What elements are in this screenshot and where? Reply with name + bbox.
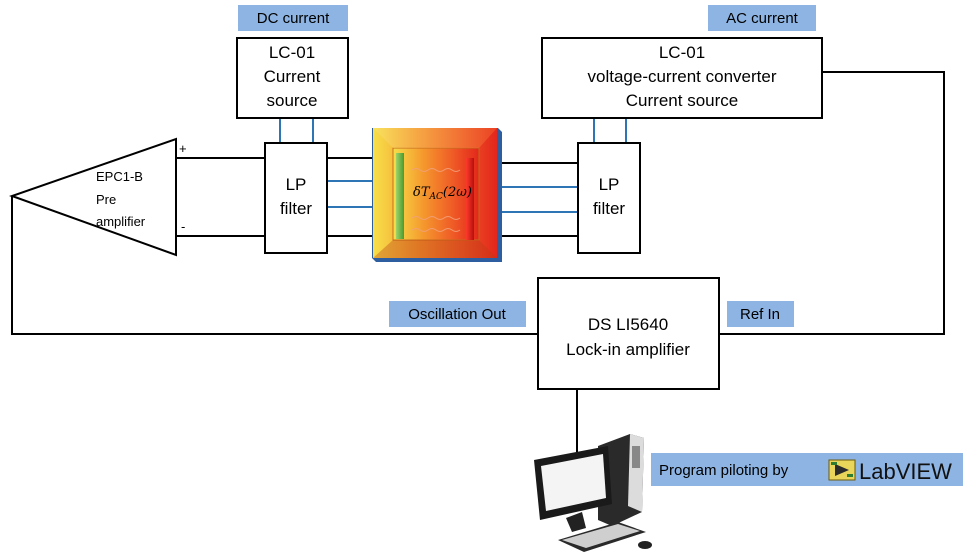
sample-label: δTAC(2ω) (413, 185, 472, 202)
preamp-line3: amplifier (96, 214, 146, 229)
dc-current-tag: DC current (238, 5, 348, 31)
ac-source-line2: voltage-current converter (588, 67, 777, 86)
labview-logo-icon (828, 459, 856, 481)
lockin-amplifier: DS LI5640 Lock-in amplifier (537, 277, 720, 390)
heat-waves (411, 168, 461, 232)
cold-electrode (396, 153, 404, 239)
labview-label: LabVIEW (859, 459, 952, 484)
dc-source-line1: LC-01 (269, 43, 315, 62)
oscillation-out-tag: Oscillation Out (389, 301, 526, 327)
preamplifier: EPC1-B Pre amplifier + - (9, 137, 187, 257)
ac-current-label: AC current (726, 10, 799, 27)
left-filter-line1: LP (286, 175, 307, 194)
right-filter-line2: filter (593, 199, 625, 218)
dc-source-line3: source (266, 91, 317, 110)
dc-current-source: LC-01 Current source (236, 37, 349, 119)
left-lp-filter: LP filter (264, 142, 328, 254)
hot-electrode (466, 158, 474, 240)
right-filter-line1: LP (599, 175, 620, 194)
dc-source-line2: Current (264, 67, 321, 86)
preamp-line1: EPC1-B (96, 169, 143, 184)
dc-current-label: DC current (257, 10, 330, 27)
preamp-line2: Pre (96, 192, 116, 207)
right-lp-filter: LP filter (577, 142, 641, 254)
lockin-line2: Lock-in amplifier (566, 340, 690, 359)
lockin-line1: DS LI5640 (588, 315, 668, 334)
left-filter-line2: filter (280, 199, 312, 218)
program-piloting-label: Program piloting by (659, 462, 789, 479)
ref-in-label: Ref In (740, 306, 780, 323)
preamp-minus: - (181, 219, 185, 234)
ac-current-source: LC-01 voltage-current converter Current … (541, 37, 823, 119)
oscillation-out-label: Oscillation Out (408, 306, 506, 323)
sample-block: δTAC(2ω) (372, 128, 502, 262)
program-piloting-tag: Program piloting by LabVIEW (651, 453, 963, 486)
computer-icon (534, 434, 652, 552)
ref-in-tag: Ref In (727, 301, 794, 327)
ac-source-line3: Current source (626, 91, 738, 110)
preamp-plus: + (179, 141, 187, 156)
ac-current-tag: AC current (708, 5, 816, 31)
ac-source-line1: LC-01 (659, 43, 705, 62)
